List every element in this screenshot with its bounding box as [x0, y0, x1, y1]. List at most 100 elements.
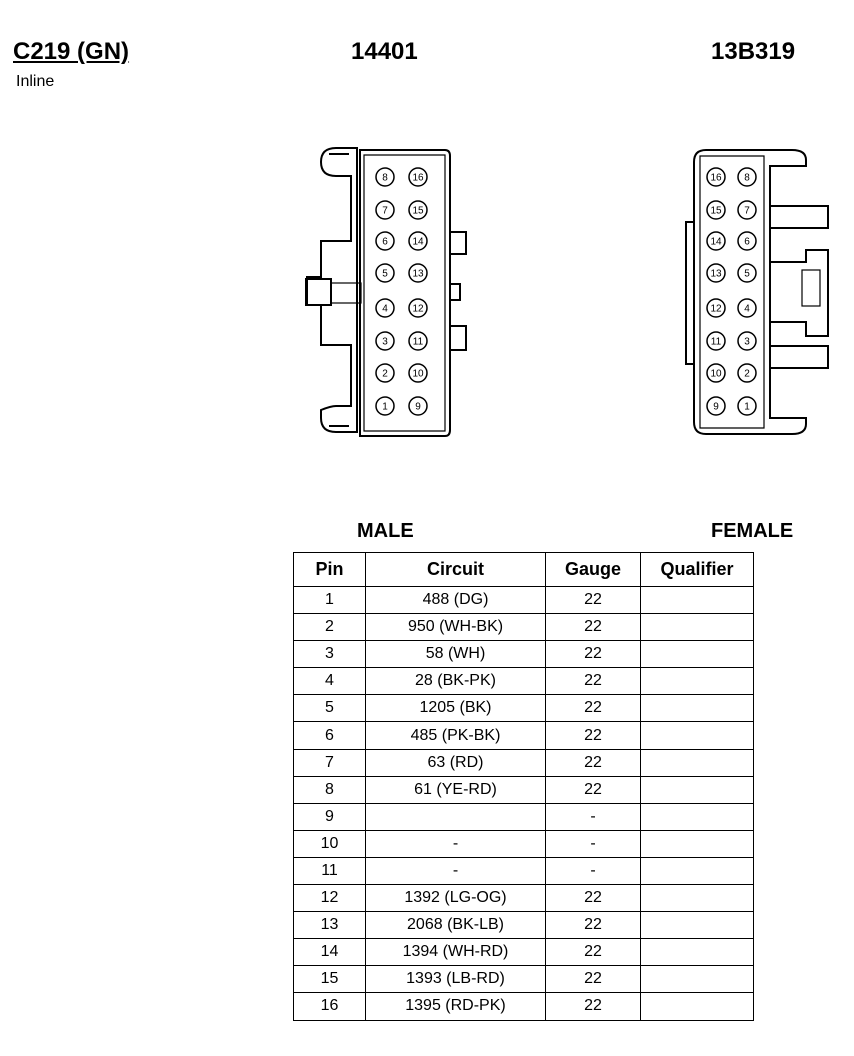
- cell-gauge: -: [545, 802, 641, 831]
- male-pin-circle: [375, 263, 395, 283]
- cell-pin: 8: [293, 775, 366, 804]
- cell-circuit: 1393 (LB-RD): [365, 965, 546, 994]
- cell-gauge: 22: [545, 965, 641, 994]
- male-pin-circle: [375, 200, 395, 220]
- cell-circuit: 58 (WH): [365, 640, 546, 669]
- part-number-male: 14401: [351, 38, 418, 65]
- male-pin-number: 9: [415, 402, 421, 413]
- header-pin: Pin: [293, 552, 366, 587]
- cell-gauge: 22: [545, 640, 641, 669]
- cell-gauge: -: [545, 829, 641, 858]
- cell-pin: 14: [293, 938, 366, 967]
- cell-pin: 9: [293, 802, 366, 831]
- cell-qualifier: [640, 694, 754, 723]
- male-pin-number: 15: [412, 206, 424, 217]
- male-pin-circle: [375, 396, 395, 416]
- cell-gauge: 22: [545, 585, 641, 615]
- cell-qualifier: [640, 585, 754, 615]
- header-qualifier: Qualifier: [640, 552, 754, 587]
- male-pin-circle: [408, 200, 428, 220]
- cell-gauge: 22: [545, 775, 641, 804]
- cell-qualifier: [640, 965, 754, 994]
- cell-circuit: 1395 (RD-PK): [365, 992, 546, 1021]
- cell-circuit: 950 (WH-BK): [365, 613, 546, 642]
- cell-gauge: 22: [545, 938, 641, 967]
- cell-qualifier: [640, 748, 754, 777]
- male-pin-circle: [375, 167, 395, 187]
- male-pin-number: 6: [382, 237, 388, 248]
- cell-pin: 4: [293, 667, 366, 696]
- cell-circuit: 1205 (BK): [365, 694, 546, 723]
- cell-qualifier: [640, 667, 754, 696]
- male-pin-number: 8: [382, 173, 388, 184]
- header-circuit: Circuit: [365, 552, 546, 587]
- male-pin-circle: [375, 363, 395, 383]
- cell-gauge: 22: [545, 911, 641, 940]
- cell-circuit: 2068 (BK-LB): [365, 911, 546, 940]
- cell-qualifier: [640, 856, 754, 886]
- male-label: MALE: [357, 520, 414, 542]
- male-pin-circle: [408, 396, 428, 416]
- cell-circuit: 1394 (WH-RD): [365, 938, 546, 967]
- cell-qualifier: [640, 938, 754, 967]
- cell-qualifier: [640, 911, 754, 940]
- male-pin-circle: [375, 298, 395, 318]
- cell-pin: 1: [293, 585, 366, 615]
- cell-qualifier: [640, 775, 754, 804]
- cell-pin: 5: [293, 694, 366, 723]
- part-number-female: 13B319: [711, 38, 796, 65]
- male-pin-circle: [408, 167, 428, 187]
- cell-pin: 7: [293, 748, 366, 777]
- male-pin-number: 10: [412, 369, 424, 380]
- cell-circuit: 485 (PK-BK): [365, 721, 546, 750]
- cell-gauge: -: [545, 856, 641, 886]
- male-pin-number: 7: [382, 206, 388, 217]
- male-pin-number: 14: [412, 237, 424, 248]
- male-pin-number: 2: [382, 369, 388, 380]
- cell-pin: 11: [293, 856, 366, 886]
- male-pin-circle: [408, 331, 428, 351]
- cell-qualifier: [640, 721, 754, 750]
- cell-pin: 6: [293, 721, 366, 750]
- cell-qualifier: [640, 884, 754, 913]
- cell-pin: 2: [293, 613, 366, 642]
- cell-pin: 15: [293, 965, 366, 994]
- male-pin-number: 11: [413, 337, 424, 348]
- cell-qualifier: [640, 829, 754, 858]
- cell-circuit: -: [365, 856, 546, 886]
- cell-pin: 16: [293, 992, 366, 1021]
- cell-circuit: 28 (BK-PK): [365, 667, 546, 696]
- cell-gauge: 22: [545, 884, 641, 913]
- cell-circuit: [365, 802, 546, 831]
- cell-gauge: 22: [545, 667, 641, 696]
- cell-circuit: -: [365, 829, 546, 858]
- table-header-row: Pin Circuit Gauge Qualifier: [293, 552, 754, 587]
- cell-gauge: 22: [545, 721, 641, 750]
- male-pin-number: 1: [382, 402, 388, 413]
- cell-qualifier: [640, 802, 754, 831]
- cell-pin: 10: [293, 829, 366, 858]
- male-pin-circle: [408, 298, 428, 318]
- male-pin-circle: [375, 231, 395, 251]
- male-pin-number: 16: [412, 173, 424, 184]
- cell-pin: 12: [293, 884, 366, 913]
- cell-gauge: 22: [545, 694, 641, 723]
- connector-id: C219 (GN): [13, 38, 130, 65]
- cell-pin: 13: [293, 911, 366, 940]
- header-gauge: Gauge: [545, 552, 641, 587]
- connector-subtitle: Inline: [16, 73, 55, 90]
- male-pin-number: 13: [412, 269, 424, 280]
- cell-gauge: 22: [545, 748, 641, 777]
- male-pin-circle: [408, 231, 428, 251]
